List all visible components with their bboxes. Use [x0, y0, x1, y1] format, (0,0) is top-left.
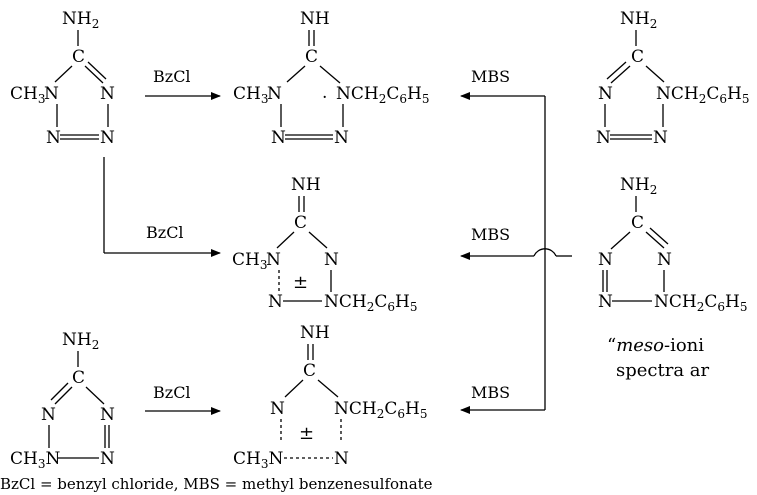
ring-nitrogen: N — [270, 399, 285, 419]
ring-carbon: C — [72, 47, 85, 67]
radical-dot: . — [322, 83, 327, 103]
charge-symbol: ± — [299, 423, 314, 444]
amino-group-label: NH2 — [620, 9, 657, 31]
ring-carbon: C — [72, 368, 85, 388]
benzyl-nitrogen-label: NCH2C6H5 — [656, 84, 749, 106]
reagent-bzcl: BzCl — [153, 67, 191, 86]
imino-group-label: NH — [300, 9, 330, 29]
ring-nitrogen: N — [267, 84, 282, 104]
molecule-mesoionic-bottom: NH C N NCH2C6H5 ± CH3N N — [233, 323, 427, 471]
ring-nitrogen: N — [100, 128, 115, 148]
arrow-bzcl-top: BzCl — [145, 67, 221, 100]
molecule-mesoionic-middle: NH C CH3 N N ± N NCH2C6H5 — [232, 175, 417, 314]
ring-carbon: C — [294, 213, 307, 233]
reagent-mbs: MBS — [471, 383, 510, 402]
side-text-line1: “meso-ioni — [607, 335, 704, 356]
methyl-nitrogen-label: CH3N — [10, 449, 60, 471]
methyl-label: CH3 — [10, 84, 45, 106]
ring-nitrogen: N — [598, 292, 613, 312]
imino-group-label: NH — [291, 175, 321, 195]
reagent-bzcl: BzCl — [153, 383, 191, 402]
ring-nitrogen: N — [657, 250, 672, 270]
ring-nitrogen: N — [100, 449, 115, 469]
side-text: “meso-ioni spectra ar — [607, 335, 710, 381]
benzyl-nitrogen-label: NCH2C6H5 — [324, 292, 417, 314]
amino-group-label: NH2 — [62, 9, 99, 31]
ring-nitrogen: N — [598, 84, 613, 104]
ring-nitrogen: N — [334, 128, 349, 148]
ring-nitrogen: N — [324, 250, 339, 270]
ring-nitrogen: N — [100, 405, 115, 425]
ring-nitrogen: N — [653, 128, 668, 148]
methyl-label: CH3 — [233, 84, 268, 106]
ring-nitrogen: N — [334, 449, 349, 469]
reagent-mbs: MBS — [471, 225, 510, 244]
reagent-mbs: MBS — [471, 67, 510, 86]
molecule-amino-2-benzyltetrazole: NH2 C N N N NCH2C6H5 — [598, 175, 747, 314]
benzyl-nitrogen-label: NCH2C6H5 — [654, 292, 747, 314]
ring-carbon: C — [303, 361, 316, 381]
ring-carbon: C — [631, 213, 644, 233]
ring-carbon: C — [631, 47, 644, 67]
arrow-bzcl-middle: BzCl — [103, 157, 221, 257]
arrow-mbs-bottom: MBS — [460, 383, 545, 414]
reagent-bzcl: BzCl — [146, 223, 184, 242]
benzyl-nitrogen-label: NCH2C6H5 — [334, 399, 427, 421]
ring-nitrogen: N — [100, 84, 115, 104]
ring-nitrogen: N — [41, 405, 56, 425]
amino-group-label: NH2 — [620, 175, 657, 197]
arrow-bzcl-bottom: BzCl — [145, 383, 221, 415]
ring-carbon: C — [305, 47, 318, 67]
molecule-aminomethyltetrazole: NH2 C CH3 N N N N — [10, 9, 115, 148]
ring-nitrogen: N — [266, 250, 281, 270]
ring-nitrogen: N — [44, 84, 59, 104]
molecule-aminobenzyltetrazole: NH2 C N NCH2C6H5 N N — [596, 9, 749, 148]
arrow-mbs-middle: MBS — [460, 225, 572, 260]
ring-nitrogen: N — [596, 128, 611, 148]
ring-nitrogen: N — [268, 292, 283, 312]
side-text-line2: spectra ar — [616, 360, 710, 381]
ring-nitrogen: N — [46, 128, 61, 148]
benzyl-nitrogen-label: NCH2C6H5 — [336, 84, 429, 106]
methyl-label: CH3 — [232, 250, 267, 272]
amino-group-label: NH2 — [62, 330, 99, 352]
imino-group-label: NH — [300, 323, 330, 343]
ring-nitrogen: N — [271, 128, 286, 148]
charge-symbol: ± — [293, 272, 308, 293]
arrow-mbs-top: MBS — [460, 67, 545, 100]
methyl-nitrogen-label: CH3N — [233, 449, 283, 471]
molecule-amino-2-methyltetrazole: NH2 C N N CH3N N — [10, 330, 115, 471]
molecule-imino-methyl-benzyl-top: NH C CH3 N . NCH2C6H5 N N — [233, 9, 429, 148]
legend-footer: BzCl = benzyl chloride, MBS = methyl ben… — [0, 475, 433, 493]
ring-nitrogen: N — [598, 250, 613, 270]
